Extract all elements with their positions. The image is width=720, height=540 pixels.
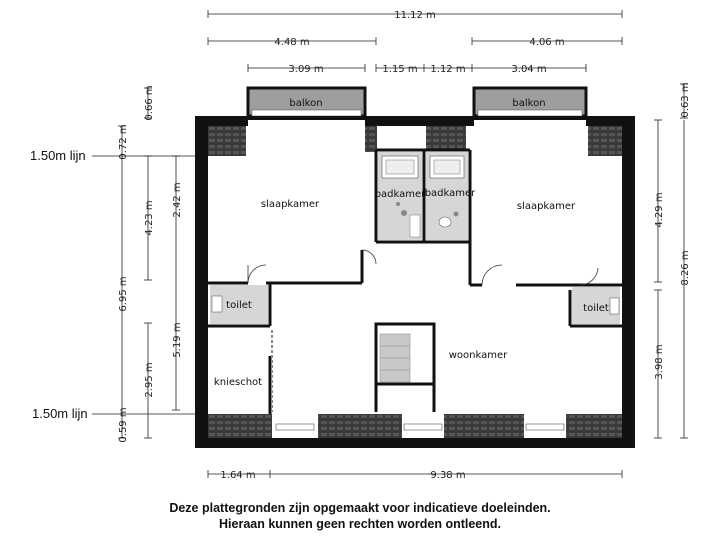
balcony-left-label: balkon [289, 98, 322, 109]
dim-bottom-right: 9.38 m [430, 470, 465, 481]
balcony-right-label: balkon [512, 98, 545, 109]
dim-left-bedroom: 4.23 m [144, 200, 155, 235]
dim-top-left: 4.48 m [274, 37, 309, 48]
door-swings [247, 249, 599, 286]
dim-left-total: 6.95 m [118, 276, 129, 311]
top-dimension-lines [207, 10, 623, 72]
disclaimer-line-2: Hieraan kunnen geen rechten worden ontle… [219, 517, 501, 531]
dim-left-bedroom-inner: 2.42 m [172, 182, 183, 217]
lower-150-label: 1.50m lijn [32, 406, 88, 421]
dim-balcony-right: 3.04 m [511, 64, 546, 75]
left-dimension-lines [118, 87, 180, 439]
bottom-dimension-lines [207, 470, 623, 478]
right-dimension-lines [654, 83, 688, 439]
dim-left-upper: 0.72 m [118, 124, 129, 159]
living-room-label: woonkamer [449, 350, 508, 361]
disclaimer-line-1: Deze plattegronden zijn opgemaakt voor i… [169, 501, 551, 515]
dim-balcony-left: 3.09 m [288, 64, 323, 75]
bedroom-left-label: slaapkamer [261, 199, 320, 210]
dim-right-lower: 3.98 m [654, 344, 665, 379]
disclaimer: Deze plattegronden zijn opgemaakt voor i… [0, 500, 720, 532]
dim-left-knieschot: 2.95 m [144, 362, 155, 397]
outer-walls [195, 116, 635, 448]
stairwell [374, 322, 436, 412]
upper-150-label: 1.50m lijn [30, 148, 86, 163]
balcony-right [472, 86, 588, 118]
dim-top-total: 11.12 m [394, 10, 436, 21]
bathroom-right-label: badkamer [425, 188, 476, 199]
roof-tiles [208, 126, 622, 438]
toilet-left [210, 285, 268, 324]
dim-left-balcony-depth: 0.66 m [144, 85, 155, 120]
bathroom-left-label: badkamer [375, 189, 426, 200]
dim-right-bedroom: 4.29 m [654, 192, 665, 227]
dim-top-right: 4.06 m [529, 37, 564, 48]
toilet-left-label: toilet [226, 300, 252, 311]
bathroom-right [426, 152, 468, 240]
bedroom-right-label: slaapkamer [517, 201, 576, 212]
dim-left-lower: 5.19 m [172, 322, 183, 357]
knieschot-label: knieschot [214, 377, 262, 388]
bottom-windows [275, 423, 565, 431]
dim-left-bottom: 0.59 m [118, 407, 129, 442]
dim-right-total: 8.26 m [680, 250, 691, 285]
dim-bottom-left: 1.64 m [220, 470, 255, 481]
dim-gap-right: 1.12 m [430, 64, 465, 75]
dim-right-balcony-depth: 0.63 m [680, 82, 691, 117]
dim-gap-left: 1.15 m [382, 64, 417, 75]
toilet-right [572, 287, 620, 324]
interior-walls [208, 148, 622, 414]
toilet-right-label: toilet [583, 303, 609, 314]
bathroom-left [378, 152, 422, 240]
